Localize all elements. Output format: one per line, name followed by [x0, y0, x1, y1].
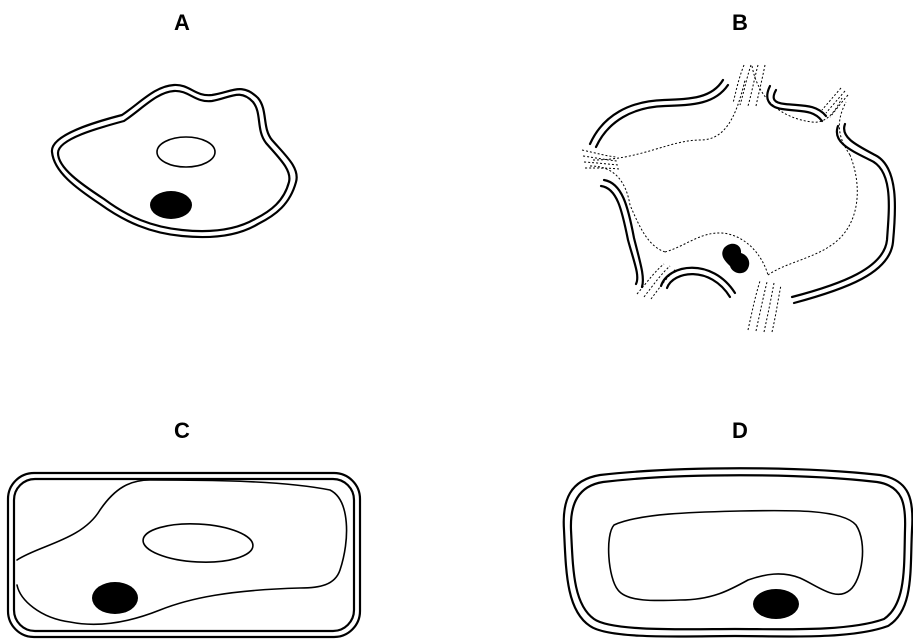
panel-c-cell-wall: [8, 473, 360, 637]
panel-d-nucleus: [753, 589, 799, 619]
panel-c-plasma-membrane: [17, 480, 347, 624]
panel-b-label: B: [732, 10, 748, 35]
panel-d-cell-wall: [564, 468, 913, 636]
panel-c-nucleus: [92, 582, 138, 614]
panel-a-vacuole: [157, 137, 215, 167]
panel-a: A: [52, 10, 297, 237]
panel-a-nucleus: [150, 191, 192, 219]
panel-d: D: [564, 418, 913, 637]
panel-b: B: [582, 10, 895, 332]
panel-c-label: C: [174, 418, 190, 443]
panel-a-label: A: [174, 10, 190, 35]
panel-d-label: D: [732, 418, 748, 443]
panel-d-plasma-membrane: [609, 511, 863, 601]
panel-c-vacuole: [142, 521, 254, 565]
panel-c: C: [8, 418, 360, 637]
panel-b-nucleus: [722, 244, 749, 274]
